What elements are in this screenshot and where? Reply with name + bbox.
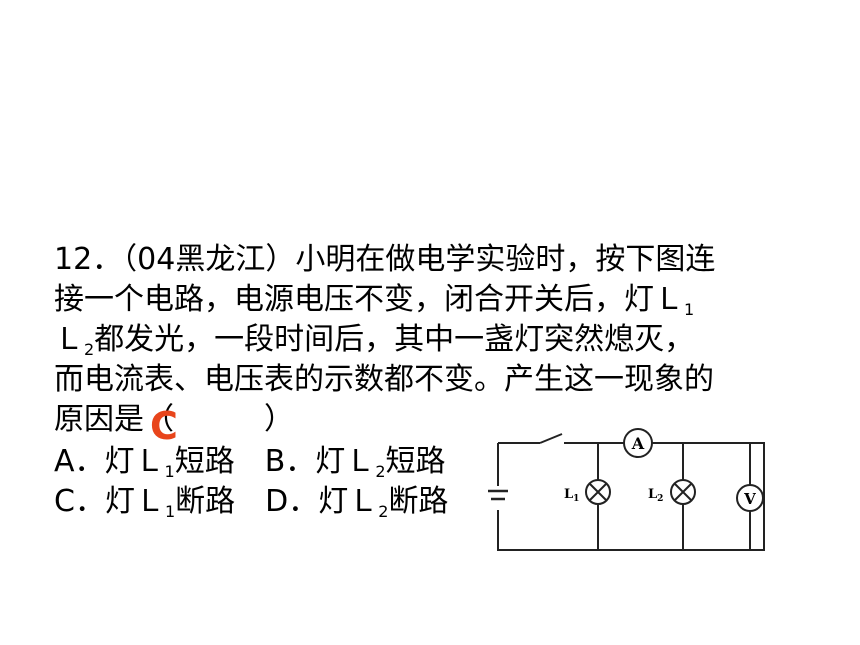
question-line-3: Ｌ2都发光，一段时间后，其中一盏灯突然熄灭， [54, 322, 694, 358]
question-text: 12．（04黑龙江）小明在做电学实验时，按下图连 [54, 242, 716, 277]
option-d: D．灯Ｌ2断路 [265, 484, 449, 521]
question-text: 而电流表、电压表的示数都不变。产生这一现象的 [54, 362, 714, 397]
option-b: B．灯Ｌ2短路 [264, 444, 446, 481]
lamp1-label: L1 [564, 487, 579, 504]
question-text: 接一个电路，电源电压不变，闭合开关后，灯Ｌ [54, 282, 684, 317]
options-row-2: C．灯Ｌ1断路 D．灯Ｌ2断路 [54, 484, 448, 520]
ammeter-label: A [631, 434, 645, 453]
question-line-2: 接一个电路，电源电压不变，闭合开关后，灯Ｌ1 [54, 282, 694, 318]
lamp2-label: L2 [648, 487, 663, 504]
question-text: 原因是（ [54, 402, 174, 437]
answer-mark: C [150, 404, 178, 448]
subscript: 2 [84, 340, 95, 359]
subscript: 1 [684, 300, 695, 319]
option-c: C．灯Ｌ1断路 [54, 484, 236, 521]
switch-icon [539, 433, 563, 444]
question-text: ） [264, 402, 294, 437]
question-line-1: 12．（04黑龙江）小明在做电学实验时，按下图连 [54, 242, 715, 278]
option-a: A．灯Ｌ1短路 [54, 444, 235, 481]
wire-top-right [497, 442, 765, 551]
voltmeter-icon [736, 484, 764, 512]
question-line-4: 而电流表、电压表的示数都不变。产生这一现象的 [54, 362, 714, 398]
options-row-1: A．灯Ｌ1短路 B．灯Ｌ2短路 [54, 444, 446, 480]
question-text: 都发光，一段时间后，其中一盏灯突然熄灭， [94, 322, 695, 357]
voltmeter-label: V [743, 490, 756, 508]
circuit-diagram: A L1 L2 V [488, 428, 765, 551]
question-line-5: 原因是（ ） [54, 402, 294, 438]
ammeter-icon [623, 428, 653, 458]
question-text: Ｌ [54, 322, 84, 357]
